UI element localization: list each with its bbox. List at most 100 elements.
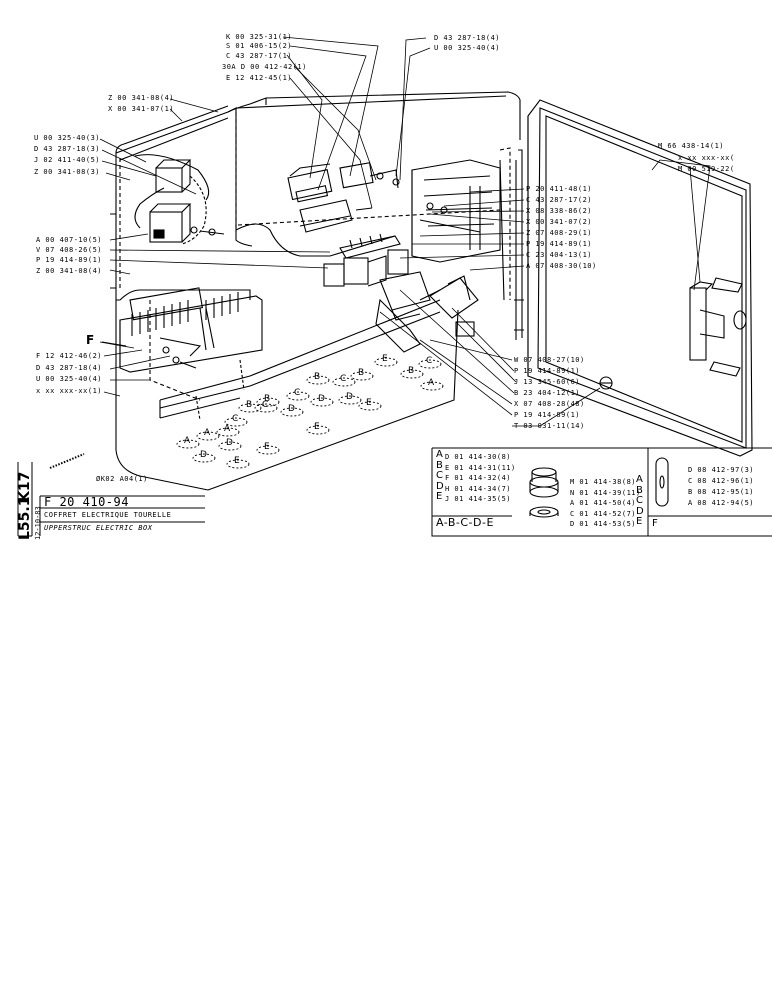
- title-french: COFFRET ELECTRIQUE TOURELLE: [44, 511, 172, 519]
- wire-clip: [49, 453, 85, 469]
- gland-letter: B: [246, 400, 252, 410]
- legend-part-number: N 01 414-39(11): [570, 488, 641, 497]
- left-callout: P 19 414-89(1): [36, 256, 103, 264]
- legend-part-number: D 01 414-53(5): [570, 520, 637, 528]
- cable-gland: [280, 407, 304, 417]
- legend-part-number: C 08 412-96(1): [688, 477, 755, 485]
- legend-part-number: A 01 414-50(4): [570, 499, 637, 507]
- cable-gland: [192, 453, 216, 463]
- gland-letter: C: [232, 414, 238, 424]
- legend-letter: A: [636, 474, 644, 485]
- sheet-date: 12-10-83: [34, 506, 42, 540]
- top-callout: K 00 325-31(1): [226, 33, 293, 41]
- gland-letter: D: [288, 404, 295, 414]
- gland-letter: E: [314, 422, 320, 432]
- gland-letter: A: [184, 436, 191, 446]
- bottom-rails: [159, 299, 441, 421]
- gland-letter: D: [226, 438, 233, 448]
- left-callout: U 00 325-40(4): [36, 375, 103, 383]
- left-callout: D 43 287-18(3): [34, 145, 101, 153]
- left-callout: X 00 341-07(1): [108, 105, 175, 113]
- box-body: [110, 91, 521, 491]
- gland-letter: D: [346, 392, 353, 402]
- gland-letter: D: [200, 450, 207, 460]
- cable-gland: [216, 427, 240, 437]
- cable-gland: [226, 459, 250, 469]
- legend-part-number: M 01 414-38(8): [570, 478, 637, 486]
- gland-letter: C: [340, 374, 346, 384]
- gland-letter: B: [408, 366, 414, 376]
- legend-letter: C: [636, 495, 644, 506]
- gland-letter: C: [426, 356, 432, 366]
- cable-gland: [358, 401, 382, 411]
- legend-letter: E: [636, 516, 643, 527]
- door-callout: M 66 438-14(1): [658, 142, 725, 150]
- bottom-callout: W 07 408-27(10): [514, 356, 585, 364]
- right-callout: X 00 341-07(2): [526, 218, 593, 226]
- cable-gland: [306, 425, 330, 435]
- door-callout: M 00 519-22(: [678, 165, 735, 173]
- bottom-callout: J 13 345-60(6): [514, 378, 581, 386]
- gland-letter: C: [262, 400, 268, 410]
- right-callout: P 19 414-89(1): [526, 240, 593, 248]
- cable-gland: [332, 377, 356, 387]
- top-callout: D 43 287-18(4): [434, 34, 501, 42]
- legend-part-number: D 01 414-30(8): [445, 453, 512, 461]
- cable-gland: [254, 403, 278, 413]
- sheet-code-b: L55.1: [17, 496, 33, 540]
- top-callout: 30A D 00 412-42(1): [222, 63, 307, 71]
- gland-letter: B: [264, 394, 270, 404]
- left-callout: Z 00 341-08(4): [108, 94, 175, 102]
- cable-gland: [374, 357, 398, 367]
- bottom-callout: P 19 414-89(1): [514, 411, 581, 419]
- legend-letter: D: [436, 480, 445, 492]
- fuse-illustration: [655, 457, 669, 507]
- top-callout: C 43 287-17(1): [226, 52, 293, 60]
- legend-part-number: B 08 412-95(1): [688, 488, 755, 496]
- gland-letter: B: [358, 368, 364, 378]
- legend-part-number: E 01 414-31(11): [445, 463, 516, 472]
- cable-gland: [418, 359, 442, 369]
- cable-gland: [338, 395, 362, 405]
- gland-letter: E: [366, 398, 372, 408]
- gland-letter: C: [294, 388, 300, 398]
- legend-part-number: J 01 414-35(5): [445, 495, 512, 503]
- relay-assembly: [134, 154, 225, 245]
- gland-letter: E: [264, 442, 270, 452]
- left-callout: U 00 325-40(3): [34, 134, 101, 142]
- legend-letter: C: [436, 470, 444, 481]
- legend-footer: F: [652, 518, 659, 529]
- top-callout: E 12 412-45(1): [226, 74, 293, 82]
- left-callout: V 07 408-26(5): [36, 246, 103, 254]
- bottom-callout: T 03 031-11(14): [514, 422, 585, 430]
- gland-letter: A: [204, 428, 211, 438]
- cable-gland: [196, 431, 220, 441]
- gland-letter: B: [314, 372, 320, 382]
- loose-part-label: ØK02 A04(1): [96, 475, 148, 483]
- legend-part-number: H 01 414-34(7): [445, 484, 512, 493]
- top-callout: S 01 406-15(2): [226, 42, 293, 50]
- left-callout: J 02 411-40(5): [34, 156, 101, 164]
- legend-letter: A: [436, 449, 444, 460]
- bottom-callout: P 19 414-89(1): [514, 367, 581, 375]
- left-callout: Z 00 341-08(3): [34, 168, 101, 176]
- legend-part-number: F 01 414-32(4): [445, 474, 512, 482]
- left-callout: F: [86, 333, 95, 347]
- legend-frames: [431, 447, 772, 537]
- legend-letter: D: [636, 505, 645, 517]
- gland-letter: E: [234, 456, 240, 466]
- hinge: [514, 149, 524, 340]
- cable-gland: [256, 445, 280, 455]
- cable-gland: [400, 369, 424, 379]
- cable-gland: [256, 397, 280, 407]
- cable-gland: [224, 417, 248, 427]
- left-callout: Z 00 341-08(4): [36, 267, 103, 275]
- title-block: [17, 462, 205, 537]
- legend-letter: E: [436, 491, 443, 502]
- right-callout: C 43 287-17(2): [526, 196, 593, 204]
- legend-letter: B: [436, 459, 444, 471]
- part-number: F 20 410-94: [44, 495, 129, 509]
- legend-letter: B: [636, 484, 644, 496]
